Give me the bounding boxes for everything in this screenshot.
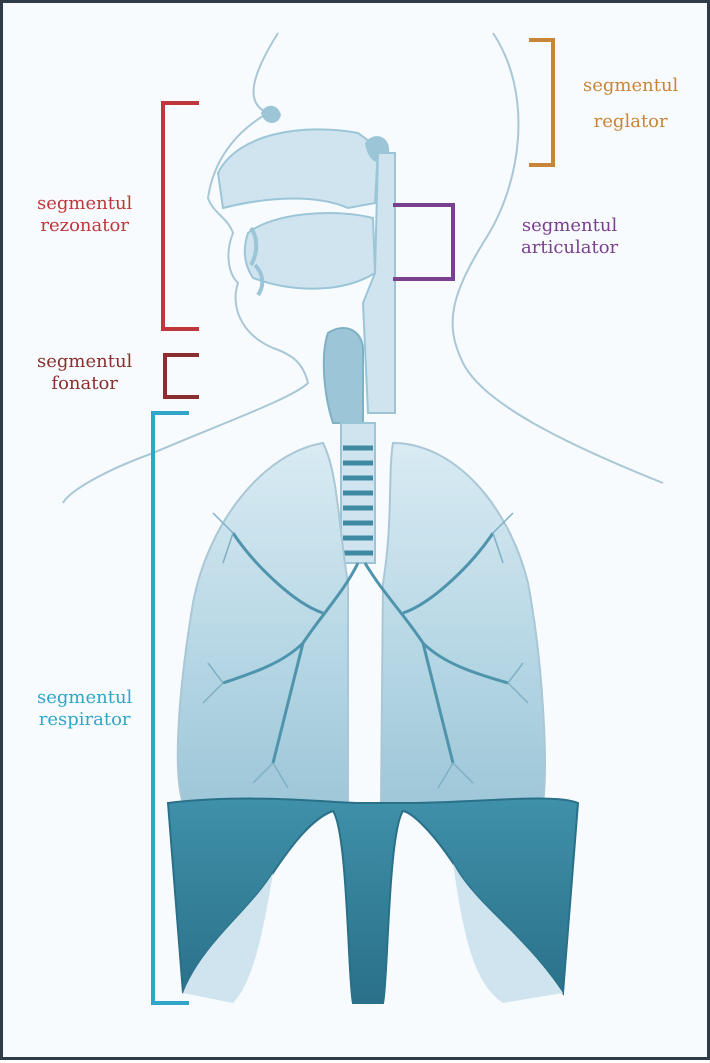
nasal-cavity <box>218 129 378 208</box>
label-respirator: segmentul respirator <box>37 687 132 731</box>
label-fonator: segmentul fonator <box>37 351 132 395</box>
bracket-rezonator <box>163 103 199 329</box>
label-reglator-line2: reglator <box>583 111 678 133</box>
label-rezonator: segmentul rezonator <box>37 193 132 237</box>
label-fonator-line1: segmentul <box>37 351 132 373</box>
right-lung <box>381 443 545 805</box>
label-articulator: segmentul articulator <box>521 215 618 259</box>
label-articulator-line2: articulator <box>521 237 618 259</box>
bracket-reglator <box>529 40 553 165</box>
label-respirator-line1: segmentul <box>37 687 132 709</box>
respiratory-system-illustration <box>3 3 710 1063</box>
oral-cavity <box>245 213 375 289</box>
label-rezonator-line1: segmentul <box>37 193 132 215</box>
larynx <box>324 328 363 423</box>
label-reglator-line1: segmentul <box>583 75 678 97</box>
left-lung <box>178 443 348 803</box>
label-respirator-line2: respirator <box>37 709 132 731</box>
bracket-fonator <box>165 355 199 397</box>
label-articulator-line1: segmentul <box>521 215 618 237</box>
label-rezonator-line2: rezonator <box>37 215 132 237</box>
bracket-articulator <box>393 205 453 279</box>
label-fonator-line2: fonator <box>37 373 132 395</box>
frontal-sinus <box>261 106 281 123</box>
label-reglator: segmentul reglator <box>583 75 678 133</box>
